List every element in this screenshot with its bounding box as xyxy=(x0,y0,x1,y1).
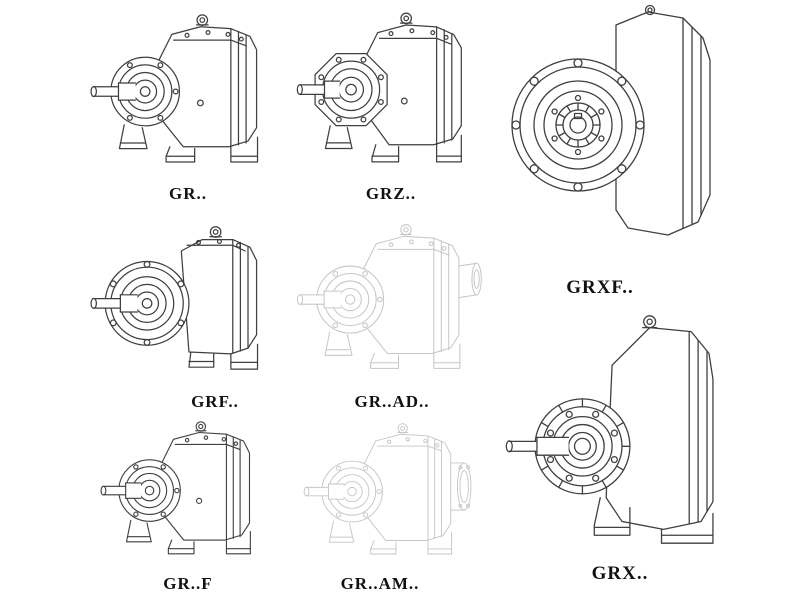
model-label-grxf: GRXF.. xyxy=(566,277,634,298)
gearbox-drawing-grz xyxy=(296,2,486,182)
gearbox-drawing-grx xyxy=(500,298,740,560)
gearbox-drawing-gr-am xyxy=(290,414,490,570)
gearbox-drawing-gr-f xyxy=(88,412,288,570)
foot-mounted-gearbox-icon xyxy=(90,14,259,163)
model-label-gr-f: GR..F xyxy=(163,574,213,593)
flange-mounted-gearbox-icon xyxy=(90,226,259,370)
model-label-grf: GRF.. xyxy=(191,392,239,411)
gearbox-drawing-gr-ad xyxy=(292,214,492,386)
large-foot-mounted-gearbox-icon xyxy=(505,315,714,544)
gearbox-with-motor-flange-icon xyxy=(303,423,472,555)
model-label-gr: GR.. xyxy=(169,184,207,203)
model-label-grz: GRZ.. xyxy=(365,184,417,203)
model-label-gr-ad: GR..AD.. xyxy=(354,392,430,411)
gearbox-drawing-grf xyxy=(88,212,288,390)
gearbox-drawing-gr xyxy=(88,2,288,182)
gearbox-with-input-adapter-icon xyxy=(296,224,482,369)
foot-mounted-gearbox-icon xyxy=(100,421,251,555)
flange-gearbox-front-icon xyxy=(511,4,711,236)
foot-mounted-gearbox-icon xyxy=(296,12,462,163)
model-label-gr-am: GR..AM.. xyxy=(340,574,420,593)
gearbox-drawing-grxf xyxy=(498,0,738,265)
model-label-grx: GRX.. xyxy=(591,563,649,584)
